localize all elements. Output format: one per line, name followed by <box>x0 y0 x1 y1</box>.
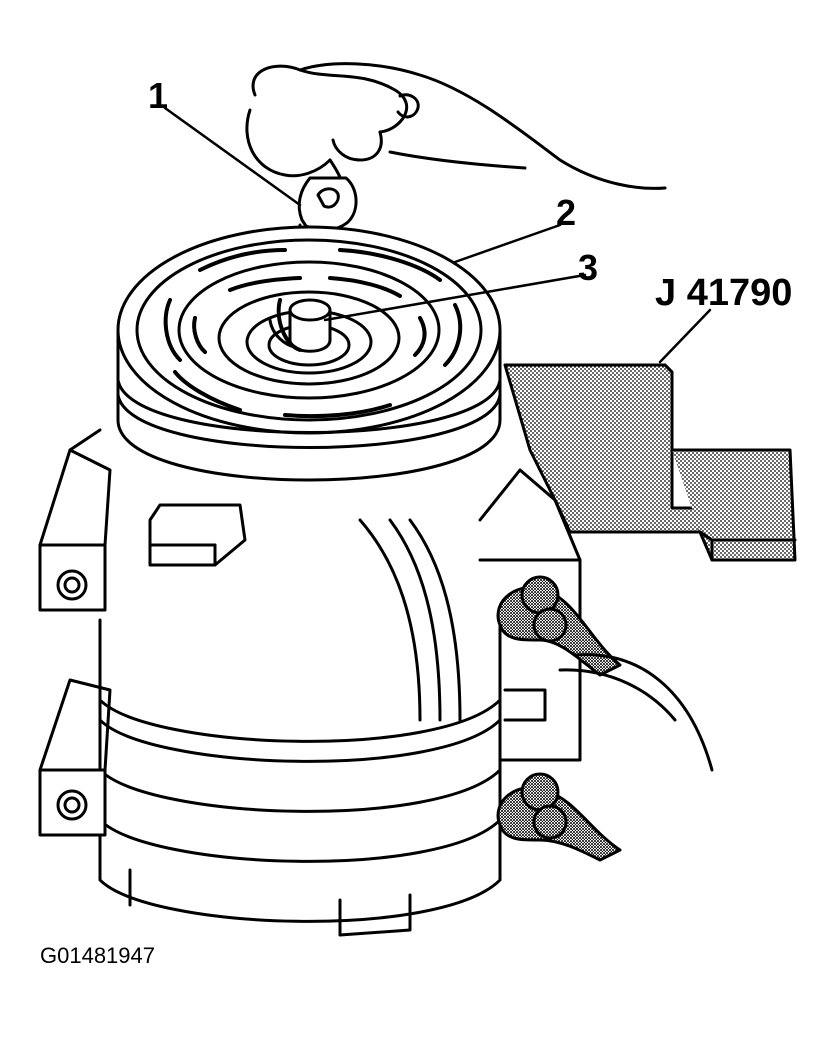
clutch-pulley <box>116 225 502 482</box>
leader-2 <box>453 223 562 264</box>
holding-fixture <box>503 363 797 562</box>
mounting-ear-upper-left <box>38 428 112 612</box>
callout-2-label: 2 <box>556 192 576 233</box>
compressor-body <box>98 518 502 937</box>
hand <box>245 62 667 197</box>
leader-lines <box>163 106 712 364</box>
leader-1 <box>163 106 302 207</box>
leader-3 <box>323 273 587 322</box>
hub-nut <box>268 298 332 353</box>
leader-tool <box>658 308 712 364</box>
bolt-upper-right <box>496 575 622 677</box>
bolt-lower-right <box>496 772 622 862</box>
callout-1-label: 1 <box>148 75 168 116</box>
figure-id: G01481947 <box>40 943 155 968</box>
tool-number-label: J 41790 <box>655 272 792 314</box>
hose <box>558 653 714 772</box>
connector-tab <box>148 503 247 567</box>
mounting-ear-lower-left <box>38 678 112 837</box>
callout-3-label: 3 <box>578 247 598 288</box>
